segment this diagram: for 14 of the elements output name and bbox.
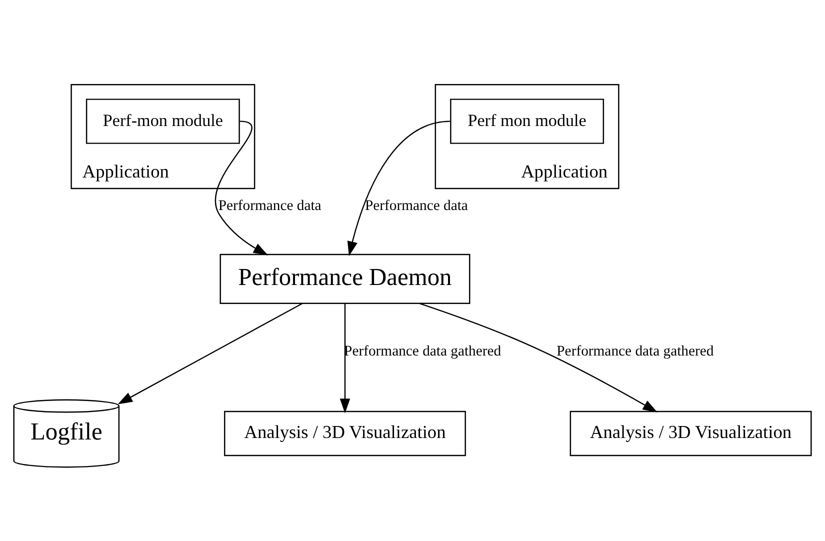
arrow (118, 302, 302, 404)
node-box: Performance Daemon (220, 253, 470, 304)
edge-label: Performance data (364, 198, 468, 214)
node-box: Perf-mon module (86, 98, 240, 144)
edge-label: Performance data gathered (344, 342, 502, 359)
node-box: Perf mon module (450, 98, 604, 144)
edge-label: Performance data gathered (556, 342, 714, 359)
arrow (419, 302, 658, 412)
node-box: Analysis / 3D Visualization (224, 410, 466, 456)
node-box: Analysis / 3D Visualization (570, 410, 812, 456)
edge-label: Performance data (218, 198, 322, 214)
arrow (215, 120, 268, 255)
arrow (347, 120, 450, 256)
arrow (340, 303, 350, 413)
